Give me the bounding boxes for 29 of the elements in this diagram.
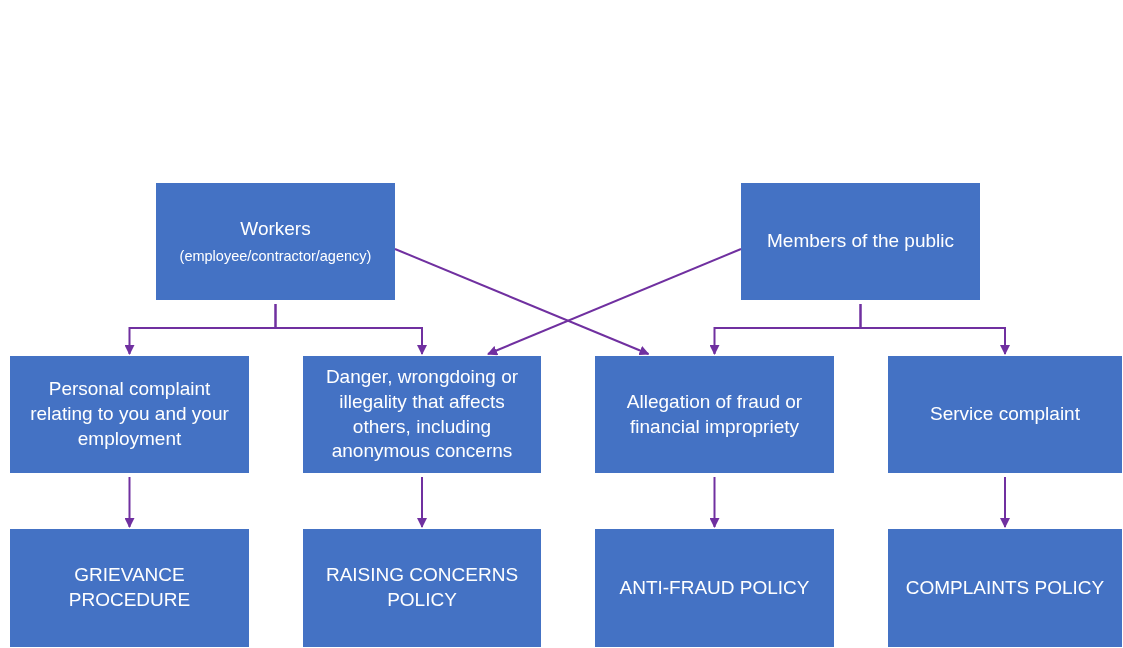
box-label: Members of the public: [767, 229, 954, 254]
process-box: [303, 529, 541, 647]
box-label: RAISING CONCERNS POLICY: [324, 563, 520, 612]
box-label: Service complaint: [930, 402, 1080, 427]
process-box: [595, 529, 834, 647]
box-label: Allegation of fraud or financial impropriety: [625, 389, 804, 439]
box-label: COMPLAINTS POLICY: [905, 575, 1105, 600]
box-label: Workers: [240, 216, 311, 241]
process-box: [888, 356, 1122, 473]
arrow: [709, 476, 720, 528]
arrow: [417, 476, 427, 528]
process-box: [156, 183, 395, 300]
process-box: [741, 183, 980, 300]
arrow: [487, 248, 742, 356]
box-label: ANTI-FRAUD POLICY: [619, 575, 810, 600]
process-box: [595, 356, 834, 473]
arrow: [124, 476, 135, 528]
process-box: [888, 529, 1122, 647]
process-box: [10, 356, 249, 473]
arrow: [859, 303, 1010, 355]
process-box: [303, 356, 541, 473]
box-label: Danger, wrongdoing or illegality that affects others, including anonymous concerns: [324, 365, 520, 464]
arrow: [274, 303, 427, 355]
arrow: [394, 248, 650, 356]
arrow: [1000, 476, 1010, 528]
box-label: GRIEVANCE PROCEDURE: [67, 563, 192, 612]
box-label: Personal complaint relating to you and your employment: [29, 377, 230, 451]
box-subtitle: (employee/contractor/agency): [179, 247, 372, 267]
process-box: [10, 529, 249, 647]
